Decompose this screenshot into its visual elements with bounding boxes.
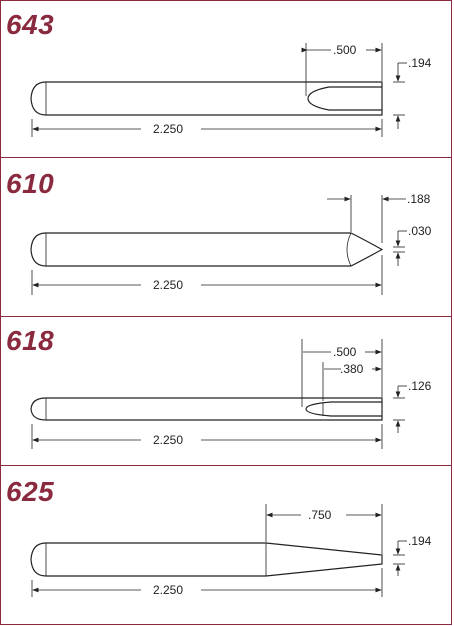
dim-point: .188	[407, 192, 431, 206]
panel-618: 618 .500 .380 .126	[0, 316, 452, 466]
part-number: 618	[6, 325, 55, 356]
part-number: 625	[6, 476, 55, 507]
tool-body	[30, 397, 383, 421]
dim-tip: .030	[408, 224, 432, 238]
tool-body	[30, 232, 384, 267]
part-number: 610	[6, 168, 55, 199]
dim-flat: .500	[333, 43, 357, 57]
dim-width: .194	[408, 56, 432, 70]
dim-width: .126	[408, 379, 432, 393]
part-number: 643	[6, 9, 55, 40]
point-edge	[346, 232, 352, 267]
diagram-618: .500 .380 .126 2.250	[30, 339, 432, 449]
dim-width: .194	[408, 534, 432, 548]
flat-profile	[307, 86, 382, 111]
dim-length: 2.250	[153, 583, 183, 597]
diagram-643: .500 .194 2.250	[30, 43, 432, 137]
diagram-625: .750 .194 2.250	[30, 504, 432, 597]
diagram-610: .188 .030 2.250	[30, 192, 432, 295]
tool-body	[30, 542, 383, 577]
dim-length: 2.250	[153, 122, 183, 136]
dim-length: 2.250	[153, 278, 183, 292]
dim-length: 2.250	[153, 433, 183, 447]
panel-643: 643 .500 .194	[0, 0, 452, 158]
flat-profile	[305, 401, 382, 417]
dim-flat-outer: .500	[333, 345, 357, 359]
dim-flat-inner: .380	[340, 362, 364, 376]
panel-610: 610 .188 .030 2.250	[0, 157, 452, 317]
panel-625: 625 .750 .194 2.250	[0, 465, 452, 625]
dim-taper: .750	[308, 508, 332, 522]
